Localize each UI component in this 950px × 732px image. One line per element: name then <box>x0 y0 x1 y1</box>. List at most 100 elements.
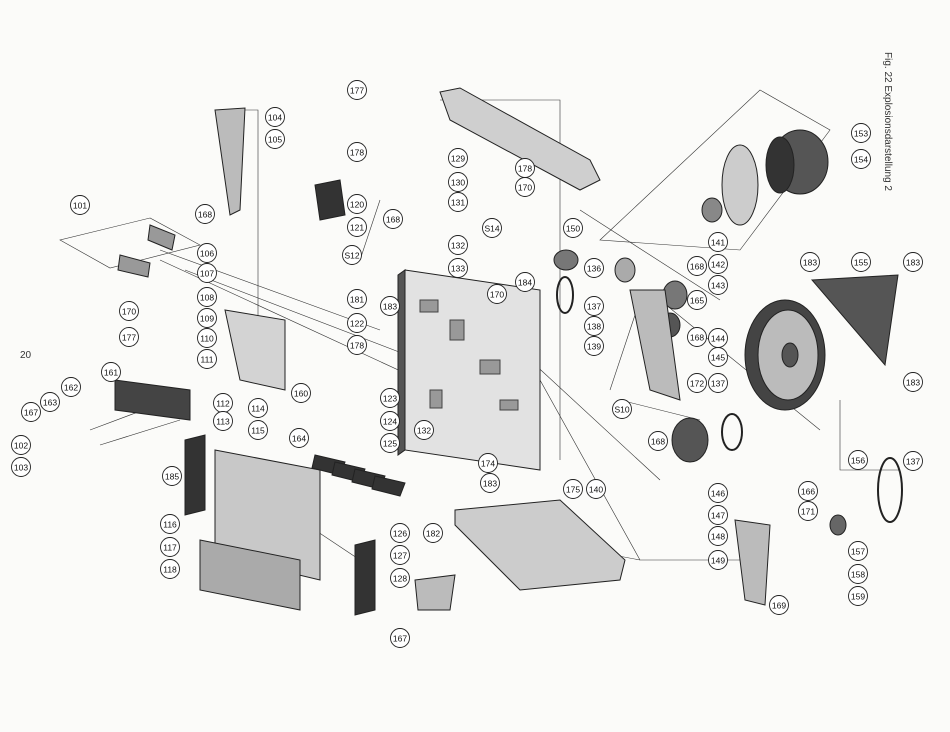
callout-circle <box>584 296 604 316</box>
callout-circle <box>612 399 632 419</box>
callout-112: 112 <box>213 393 233 413</box>
callout-label: 177 <box>122 333 136 343</box>
callout-circle <box>380 411 400 431</box>
callout-155: 155 <box>851 252 871 272</box>
callout-172: 172 <box>687 373 707 393</box>
callout-150: 150 <box>563 218 583 238</box>
callout-170: 170 <box>119 301 139 321</box>
callout-160: 160 <box>291 383 311 403</box>
callout-label: 112 <box>216 399 230 409</box>
callout-label: 178 <box>350 148 364 158</box>
callout-label: 164 <box>292 434 306 444</box>
callout-label: 170 <box>122 307 136 317</box>
callout-label: 110 <box>200 334 214 344</box>
callout-circle <box>197 243 217 263</box>
callout-label: S10 <box>614 405 629 415</box>
front-plate <box>214 449 321 581</box>
callout-label: 109 <box>200 314 214 324</box>
callout-label: 183 <box>483 479 497 489</box>
callout-170: 170 <box>487 284 507 304</box>
callout-circle <box>380 388 400 408</box>
callout-circle <box>515 272 535 292</box>
callout-circle <box>687 290 707 310</box>
callout-circle <box>291 383 311 403</box>
callout-107: 107 <box>197 263 217 283</box>
callout-label: 148 <box>711 532 725 542</box>
bottom-bar <box>454 499 626 591</box>
callout-label: 125 <box>383 439 397 449</box>
callout-circle <box>848 586 868 606</box>
callout-label: 117 <box>163 543 177 553</box>
mechanical-parts <box>114 87 903 616</box>
callout-136: 136 <box>584 258 604 278</box>
callout-circle <box>584 316 604 336</box>
callout-123: 123 <box>380 388 400 408</box>
callout-label: 160 <box>294 389 308 399</box>
callout-label: 118 <box>163 565 177 575</box>
callout-label: 155 <box>854 258 868 268</box>
callout-circle <box>851 123 871 143</box>
callout-circle <box>563 479 583 499</box>
callout-circle <box>390 568 410 588</box>
callout-129: 129 <box>448 148 468 168</box>
callout-label: 141 <box>711 238 725 248</box>
callout-circle <box>160 559 180 579</box>
callout-circle <box>848 541 868 561</box>
callout-115: 115 <box>248 420 268 440</box>
callout-121: 121 <box>347 217 367 237</box>
callout-183: 183 <box>380 296 400 316</box>
callout-132: 132 <box>414 420 434 440</box>
callout-124: 124 <box>380 411 400 431</box>
callout-184: 184 <box>515 272 535 292</box>
callout-178: 178 <box>347 335 367 355</box>
callout-141: 141 <box>708 232 728 252</box>
callout-label: 106 <box>200 249 214 259</box>
callout-159: 159 <box>848 586 868 606</box>
callout-circle <box>213 411 233 431</box>
callout-circle <box>160 514 180 534</box>
callout-label: 142 <box>711 260 725 270</box>
callout-label: 127 <box>393 551 407 561</box>
callout-label: 154 <box>854 155 868 165</box>
callout-label: 132 <box>451 241 465 251</box>
callout-165: 165 <box>687 290 707 310</box>
callout-label: 156 <box>851 456 865 466</box>
callout-113: 113 <box>213 411 233 431</box>
callout-140: 140 <box>586 479 606 499</box>
callout-168: 168 <box>687 327 707 347</box>
callout-circle <box>448 148 468 168</box>
callout-106: 106 <box>197 243 217 263</box>
callout-circle <box>848 450 868 470</box>
callout-label: 138 <box>587 322 601 332</box>
triangle-bracket <box>810 274 899 367</box>
callout-117: 117 <box>160 537 180 557</box>
callout-138: 138 <box>584 316 604 336</box>
callout-label: 178 <box>350 341 364 351</box>
callout-174: 174 <box>478 453 498 473</box>
callout-circle <box>414 420 434 440</box>
callout-circle <box>390 523 410 543</box>
callout-label: 172 <box>690 379 704 389</box>
callout-circle <box>708 373 728 393</box>
callout-circle <box>798 481 818 501</box>
callout-label: 137 <box>587 302 601 312</box>
callout-circle <box>584 258 604 278</box>
callout-label: 137 <box>711 379 725 389</box>
callout-122: 122 <box>347 313 367 333</box>
callout-circle <box>40 392 60 412</box>
callout-146: 146 <box>708 483 728 503</box>
callout-label: 116 <box>163 520 177 530</box>
callout-circle <box>448 172 468 192</box>
callout-175: 175 <box>563 479 583 499</box>
callout-label: 114 <box>251 404 265 414</box>
figure-title: Fig. 22 Explosionsdarstellung 2 <box>882 52 893 191</box>
callout-118: 118 <box>160 559 180 579</box>
callout-circle <box>769 595 789 615</box>
callout-circle <box>448 258 468 278</box>
callout-circle <box>11 457 31 477</box>
callout-circle <box>448 235 468 255</box>
callout-circle <box>347 335 367 355</box>
callout-label: 113 <box>216 417 230 427</box>
callout-163: 163 <box>40 392 60 412</box>
